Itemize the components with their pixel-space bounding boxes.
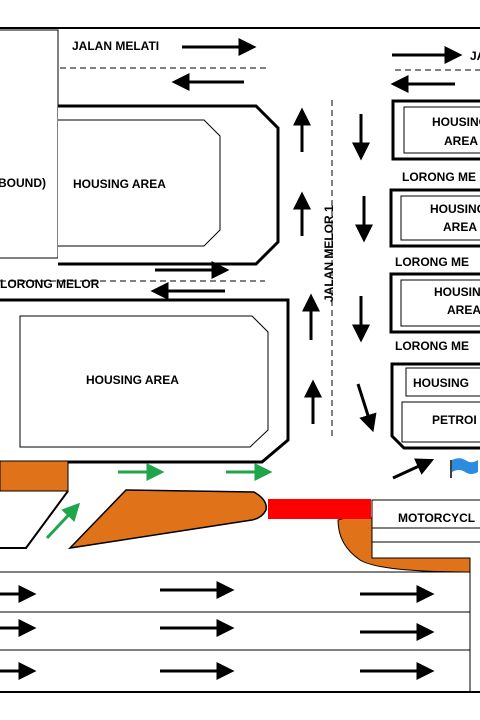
area-label-housing-top: HOUSING AREA xyxy=(73,177,166,191)
flow-arrows xyxy=(45,463,273,540)
top-housing-inner xyxy=(58,119,221,247)
road-label-jalan-melati: JALAN MELATI xyxy=(72,39,159,53)
left-building-block xyxy=(0,29,59,259)
road-label-lorong-me-2: LORONG ME xyxy=(395,255,469,269)
bottom-housing-inner xyxy=(19,315,269,448)
motorcycle-lane-label: MOTORCYCL xyxy=(398,511,475,525)
right-block-2-label-line1: HOUSING xyxy=(430,202,480,216)
flag-icon xyxy=(450,458,478,478)
direction-arrows xyxy=(0,38,463,680)
right-housing-block-2-inner xyxy=(400,195,480,241)
right-block-4-label: HOUSING xyxy=(413,376,469,390)
right-block-1-label-line1: HOUSING xyxy=(432,115,480,129)
road-label-lorong-melor: LORONG MELOR xyxy=(0,277,100,291)
petrol-station-block xyxy=(401,401,480,443)
right-housing-block-1-inner xyxy=(403,106,480,154)
right-housing-block-4-inner xyxy=(405,367,480,397)
right-block-2-label-line2: AREA xyxy=(443,220,477,234)
road-label-lorong-me-1: LORONG ME xyxy=(402,170,476,184)
right-block-3-label-line1: HOUSING xyxy=(434,285,480,299)
arrow-diagonal-icon xyxy=(356,383,377,433)
green-arrow-diagonal-icon xyxy=(45,502,81,540)
left-island xyxy=(0,460,69,492)
road-label-lorong-me-3: LORONG ME xyxy=(395,339,469,353)
area-label-housing-bottom: HOUSING AREA xyxy=(86,373,179,387)
motorcycle-lane xyxy=(371,499,480,529)
left-island-outline xyxy=(0,490,69,549)
arrow-diagonal-icon xyxy=(392,458,435,480)
road-label-jalan-melor-1: JALAN MELOR 1 xyxy=(322,205,336,302)
right-block-3-label-line2: AREA xyxy=(447,303,480,317)
petrol-station-label: PETROI xyxy=(432,413,477,427)
center-island xyxy=(67,489,267,550)
right-housing-block-3-inner xyxy=(400,279,480,327)
area-label-bound: BOUND) xyxy=(0,176,46,190)
road-label-jalan-melati-right: JA xyxy=(470,49,480,63)
right-block-1-label-line2: AREA xyxy=(444,134,478,148)
red-barrier xyxy=(268,499,371,519)
